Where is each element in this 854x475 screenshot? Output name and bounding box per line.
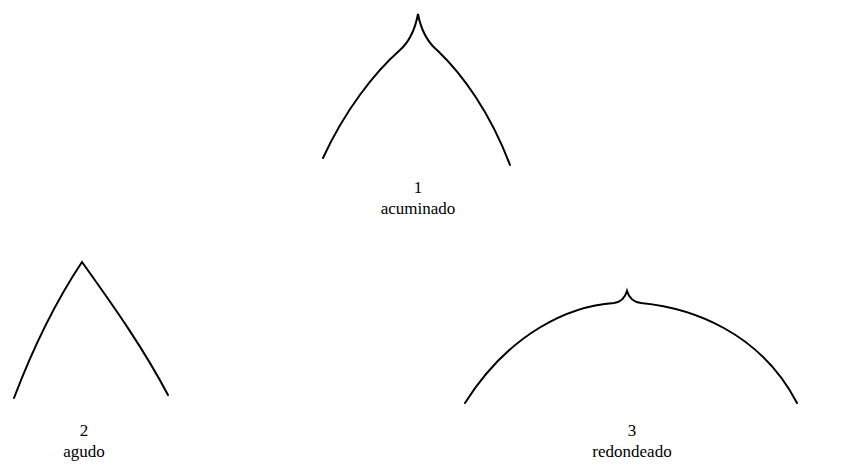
acuminate-apex <box>323 14 510 165</box>
apex-name: agudo <box>63 442 105 462</box>
callout-number: 1 <box>414 178 423 198</box>
callout-number: 3 <box>628 421 637 441</box>
apex-name: redondeado <box>592 442 671 462</box>
callout-number: 2 <box>80 421 89 441</box>
rounded-apex <box>465 291 797 403</box>
acute-apex <box>14 262 168 398</box>
apex-name: acuminado <box>381 199 456 219</box>
